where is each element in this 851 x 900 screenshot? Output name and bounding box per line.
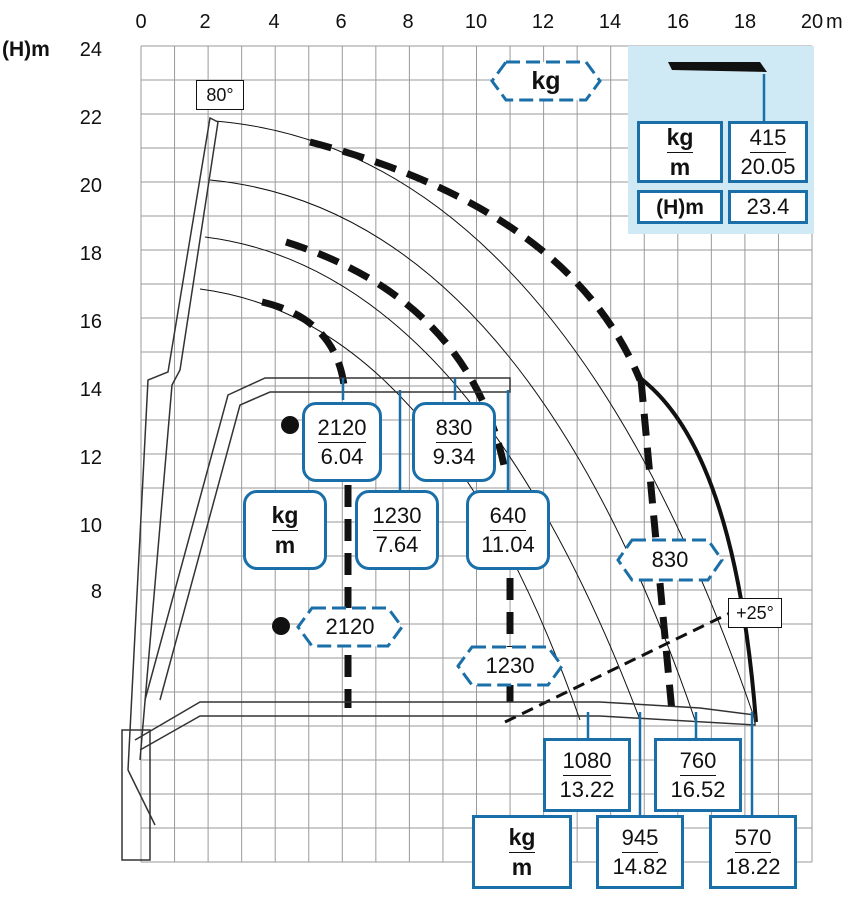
load-m-18-22: 18.22 (725, 853, 781, 879)
load-kg-2120: 2120 (317, 416, 367, 443)
x-tick-16: 16 (667, 11, 689, 33)
hex-830-text: 830 (651, 547, 689, 572)
max-reach-curve (638, 376, 758, 723)
legend-kg-tag: kg (490, 60, 602, 102)
y-axis-labels: (H)m 24 22 20 18 16 14 12 10 8 (2, 38, 102, 603)
load-box-830: 830 9.34 (412, 402, 496, 482)
load-m-16-52: 16.52 (670, 776, 726, 802)
y-tick-24: 24 (80, 39, 102, 61)
x-tick-20: 20 (801, 11, 823, 33)
load-m-6-04: 6.04 (320, 443, 364, 469)
load-m-14-82: 14.82 (612, 853, 668, 879)
reach-arc-2 (209, 179, 696, 721)
y-tick-8: 8 (91, 581, 102, 603)
jib-legend-hm: (H)m (637, 190, 723, 224)
x-unit: m (826, 11, 843, 33)
y-tick-18: 18 (80, 243, 102, 265)
max-angle-label: 80° (196, 80, 244, 110)
jib-kg: 415 (749, 126, 787, 153)
dash-curve-outer-drop (637, 379, 676, 713)
jib-legend-kg-m: kg m (637, 121, 723, 183)
load-kg-570: 570 (734, 826, 772, 853)
load-m-9-34: 9.34 (432, 443, 476, 469)
angle-25-line (504, 610, 733, 724)
marker-dot-lower (272, 617, 290, 635)
legend-main-kg: kg (271, 503, 299, 531)
load-box-760: 760 16.52 (654, 738, 742, 812)
legend-bottom-m: m (511, 853, 533, 880)
boom-drawing (121, 116, 756, 861)
load-m-13-22: 13.22 (559, 776, 615, 802)
x-tick-0: 0 (135, 11, 146, 33)
hex-1230-text: 1230 (485, 653, 535, 678)
jib-icon (668, 62, 767, 72)
reach-arc-3 (204, 236, 641, 721)
load-kg-1230: 1230 (372, 504, 422, 531)
load-m-7-64: 7.64 (375, 531, 419, 557)
jib-legend-kg: kg (666, 125, 694, 153)
hex-2120-text: 2120 (325, 614, 375, 639)
dash-curve-outer (309, 138, 644, 382)
x-tick-4: 4 (268, 11, 279, 33)
load-kg-760: 760 (679, 749, 717, 776)
y-axis-title: (H)m (2, 38, 50, 61)
load-box-570: 570 18.22 (709, 815, 797, 889)
load-box-1080: 1080 13.22 (543, 738, 631, 812)
hex-2120: 2120 (296, 606, 404, 648)
y-tick-22: 22 (80, 107, 102, 129)
load-box-640: 640 11.04 (466, 490, 550, 570)
load-box-2120: 2120 6.04 (302, 402, 382, 482)
x-tick-8: 8 (402, 11, 413, 33)
load-kg-830: 830 (435, 416, 473, 443)
load-kg-640: 640 (489, 504, 527, 531)
hex-1230: 1230 (456, 645, 564, 687)
x-tick-18: 18 (734, 11, 756, 33)
jib-legend-m: m (669, 153, 691, 180)
dash-curve-inner (261, 298, 349, 396)
jib-m: 20.05 (740, 153, 796, 179)
legend-bottom-kg: kg (508, 825, 536, 853)
y-tick-10: 10 (80, 515, 102, 537)
x-tick-12: 12 (532, 11, 554, 33)
load-box-945: 945 14.82 (596, 815, 684, 889)
jib-load-box: 415 20.05 (728, 121, 808, 183)
x-tick-10: 10 (465, 11, 487, 33)
y-tick-12: 12 (80, 447, 102, 469)
legend-main-m: m (274, 531, 296, 558)
hex-830: 830 (616, 538, 724, 582)
x-tick-2: 2 (199, 11, 210, 33)
x-axis-labels: 0 2 4 6 8 10 12 14 16 18 20 m (135, 11, 842, 33)
marker-dot-upper (281, 416, 299, 434)
legend-kg-m-main: kg m (243, 490, 327, 570)
y-tick-20: 20 (80, 175, 102, 197)
load-m-11-04: 11.04 (481, 531, 535, 557)
load-box-1230: 1230 7.64 (355, 490, 439, 570)
y-tick-16: 16 (80, 311, 102, 333)
legend-kg-m-bottom: kg m (472, 815, 572, 889)
x-tick-14: 14 (599, 11, 621, 33)
load-kg-1080: 1080 (562, 749, 612, 776)
load-kg-945: 945 (621, 826, 659, 853)
leader-lines (341, 378, 754, 815)
jib-height: 23.4 (728, 190, 808, 224)
y-tick-14: 14 (80, 379, 102, 401)
legend-kg-text: kg (531, 66, 561, 95)
min-angle-label: +25° (728, 598, 782, 628)
x-tick-6: 6 (335, 11, 346, 33)
